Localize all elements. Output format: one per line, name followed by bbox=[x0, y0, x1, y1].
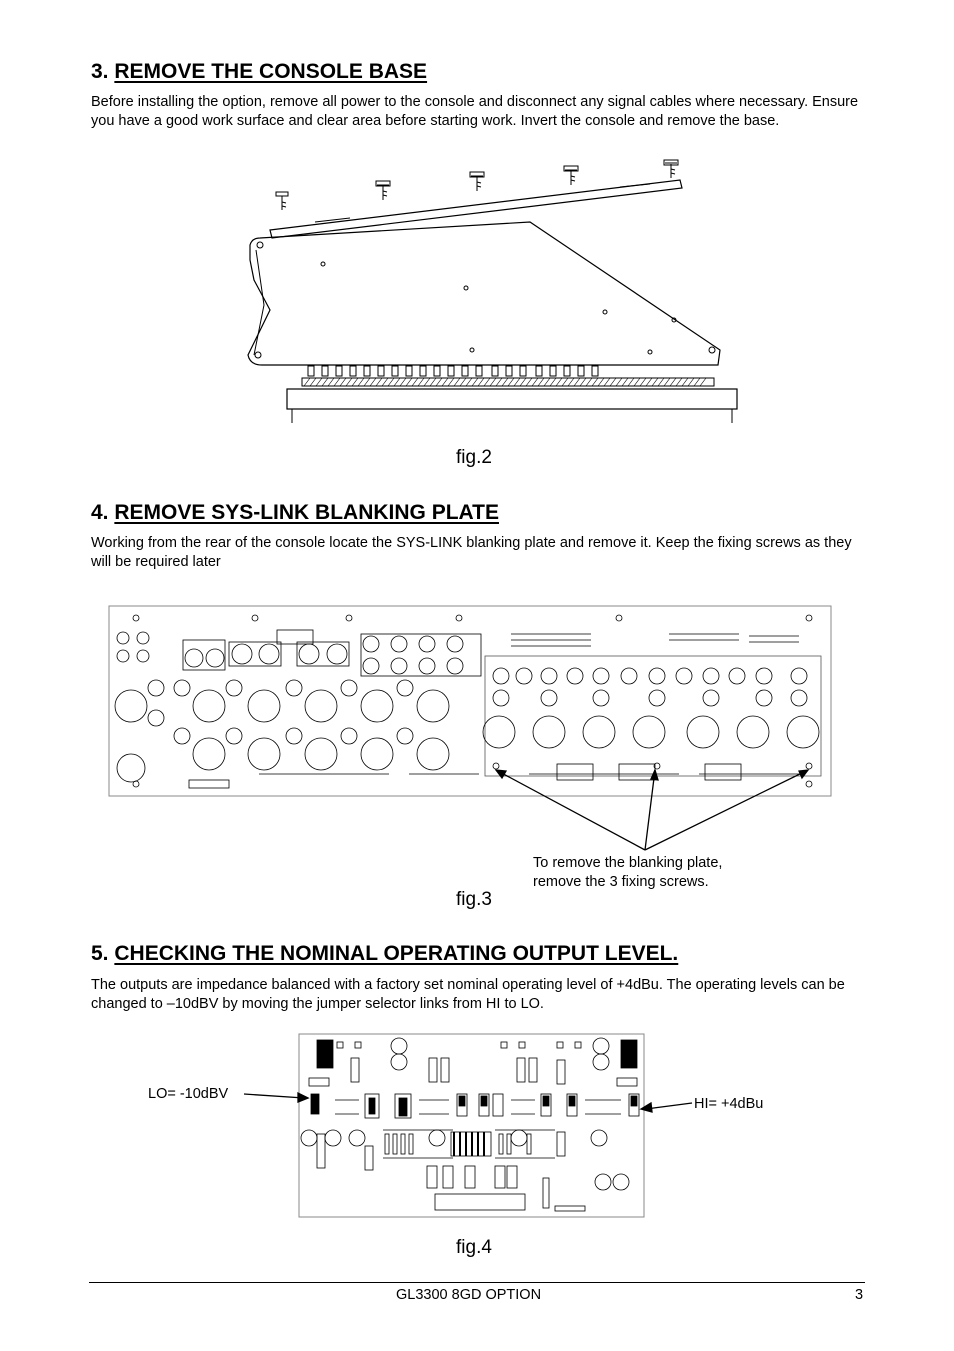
section-4-heading: 4. REMOVE SYS-LINK BLANKING PLATE bbox=[91, 501, 499, 525]
fig3-caption: fig.3 bbox=[456, 889, 492, 910]
footer-title: GL3300 8GD OPTION bbox=[396, 1287, 542, 1303]
section-5-number: 5. bbox=[91, 942, 109, 965]
section-3-number: 3. bbox=[91, 60, 109, 83]
fig4-hi-arrow bbox=[639, 1101, 693, 1113]
fig3-callout-text: To remove the blanking plate, remove the… bbox=[533, 854, 722, 892]
fig3-callout-line-2: remove the 3 fixing screws. bbox=[533, 874, 709, 890]
fig4-hi-label: HI= +4dBu bbox=[694, 1096, 764, 1112]
footer-page-number: 3 bbox=[855, 1287, 864, 1303]
fig2-console-base-drawing bbox=[247, 159, 738, 423]
section-4-body: Working from the rear of the console loc… bbox=[91, 535, 852, 570]
section-5-title: CHECKING THE NOMINAL OPERATING OUTPUT LE… bbox=[114, 942, 679, 965]
section-3-heading: 3. REMOVE THE CONSOLE BASE bbox=[91, 60, 427, 84]
section-3-title: REMOVE THE CONSOLE BASE bbox=[114, 60, 428, 83]
fig3-callout-line-1: To remove the blanking plate, bbox=[533, 855, 723, 871]
section-3-body: Before installing the option, remove all… bbox=[91, 94, 859, 129]
fig4-lo-arrow bbox=[243, 1091, 310, 1103]
fig4-caption: fig.4 bbox=[456, 1237, 492, 1258]
footer-rule bbox=[89, 1282, 865, 1283]
section-5-heading: 5. CHECKING THE NOMINAL OPERATING OUTPUT… bbox=[91, 942, 678, 966]
section-4-number: 4. bbox=[91, 501, 109, 524]
section-5-body: The outputs are impedance balanced with … bbox=[91, 977, 845, 1012]
section-4-title: REMOVE SYS-LINK BLANKING PLATE bbox=[114, 501, 499, 524]
fig3-callout-arrows bbox=[494, 768, 810, 851]
fig4-lo-label: LO= -10dBV bbox=[148, 1086, 229, 1102]
fig4-pcb-drawing bbox=[298, 1033, 645, 1218]
fig2-caption: fig.2 bbox=[456, 447, 492, 468]
